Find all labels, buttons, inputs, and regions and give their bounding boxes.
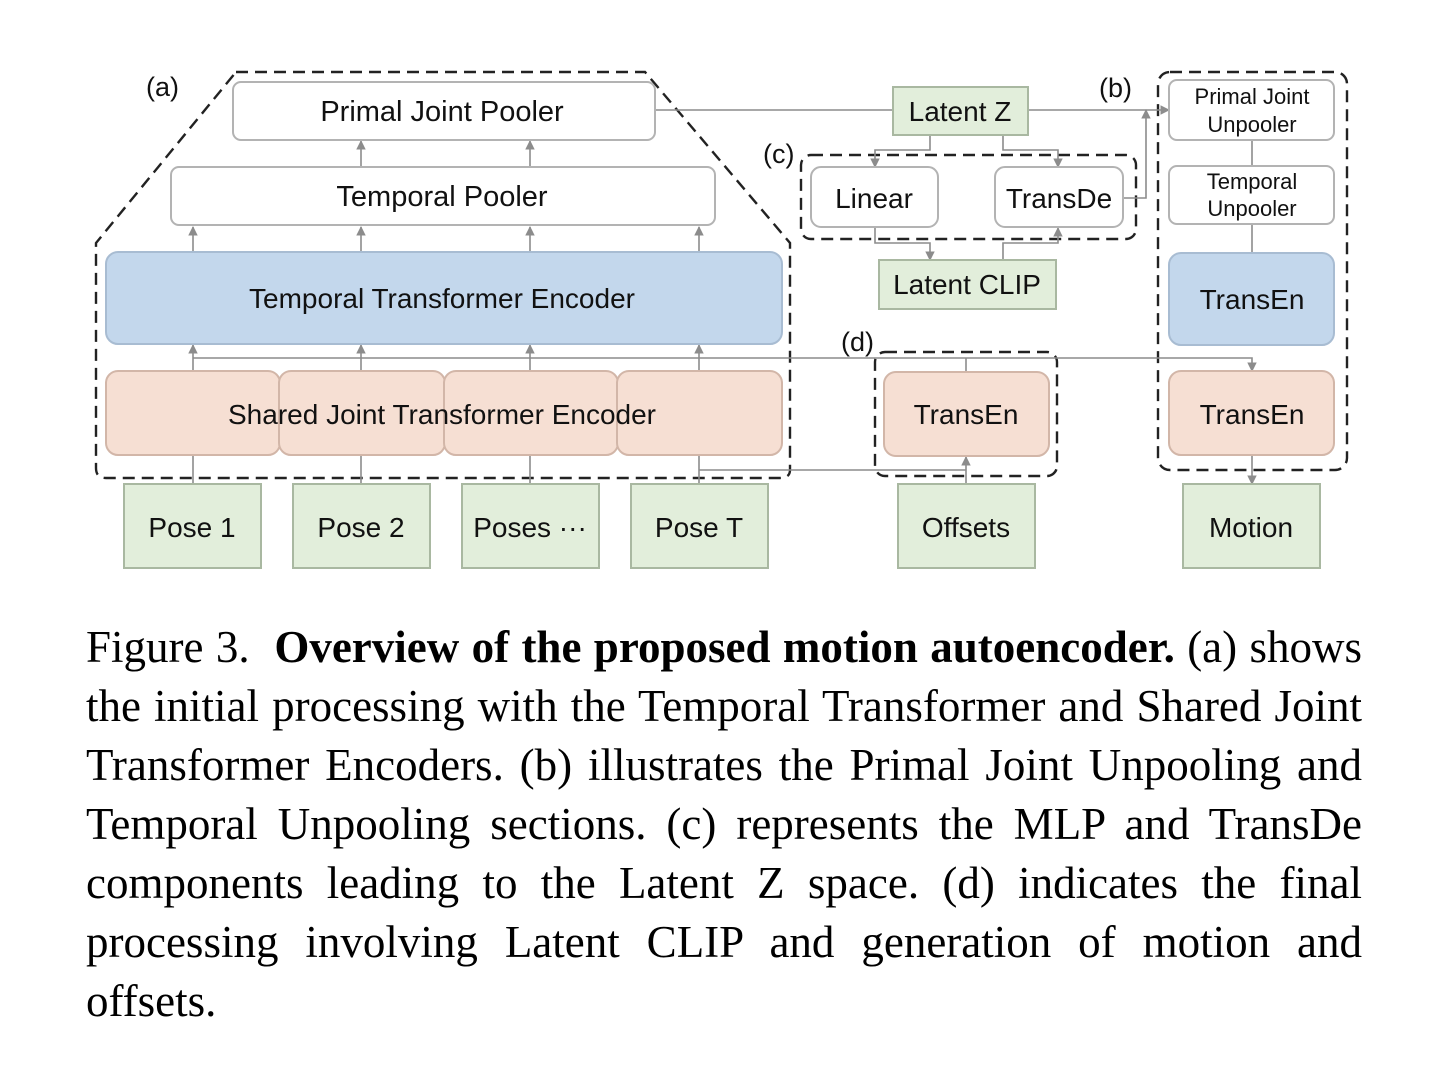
transen-offset-label: TransEn bbox=[914, 399, 1019, 430]
linear-block bbox=[810, 166, 939, 228]
input-pose-1-block bbox=[123, 483, 262, 569]
figure-caption: Figure 3. Overview of the proposed motio… bbox=[86, 618, 1362, 1031]
section-label-a: (a) bbox=[146, 72, 179, 102]
temporal-unpooler-label-1: Temporal bbox=[1207, 169, 1297, 194]
connector-lines bbox=[188, 105, 1257, 485]
section-label-b: (b) bbox=[1099, 73, 1132, 103]
transen-decoder-pink-block bbox=[1168, 370, 1335, 456]
primal-joint-unpooler-label-2: Unpooler bbox=[1207, 112, 1296, 137]
linear-label: Linear bbox=[835, 183, 913, 214]
figure-number: Figure 3. bbox=[86, 622, 250, 672]
input-pose-2-label: Pose 2 bbox=[317, 512, 404, 543]
decoder-group-outline-b bbox=[1156, 70, 1349, 472]
latent-clip-block bbox=[878, 259, 1057, 310]
temporal-unpooler-block bbox=[1168, 165, 1335, 225]
temporal-transformer-encoder-label: Temporal Transformer Encoder bbox=[249, 283, 635, 314]
input-pose-t-label: Pose T bbox=[655, 512, 743, 543]
transde-block bbox=[994, 166, 1124, 228]
motion-block bbox=[1182, 483, 1321, 569]
primal-joint-pooler-label: Primal Joint Pooler bbox=[320, 96, 564, 128]
section-label-c: (c) bbox=[763, 139, 794, 169]
section-label-d: (d) bbox=[841, 327, 874, 357]
temporal-transformer-encoder-block bbox=[105, 251, 783, 345]
latent-clip-label: Latent CLIP bbox=[893, 269, 1041, 300]
primal-joint-pooler-block bbox=[232, 81, 656, 141]
input-pose-2-block bbox=[292, 483, 431, 569]
input-pose-1-label: Pose 1 bbox=[148, 512, 235, 543]
transen-decoder-blue-label: TransEn bbox=[1200, 284, 1305, 315]
offset-group-outline-d bbox=[873, 350, 1059, 478]
shared-joint-transformer-encoder-block bbox=[105, 370, 783, 456]
motion-label: Motion bbox=[1209, 512, 1293, 543]
offsets-block bbox=[897, 483, 1036, 569]
temporal-pooler-block bbox=[170, 166, 716, 226]
motion-autoencoder-diagram: (a) (b) (c) (d) Primal Joint Pooler Temp… bbox=[94, 70, 1349, 569]
figure-title: Overview of the proposed motion autoenco… bbox=[274, 622, 1175, 672]
temporal-unpooler-label-2: Unpooler bbox=[1207, 196, 1296, 221]
primal-joint-unpooler-label-1: Primal Joint bbox=[1195, 84, 1310, 109]
transen-decoder-pink-label: TransEn bbox=[1200, 399, 1305, 430]
latent-z-block bbox=[892, 86, 1029, 136]
shared-joint-transformer-encoder-label: Shared Joint Transformer Encoder bbox=[228, 399, 656, 430]
temporal-pooler-label: Temporal Pooler bbox=[336, 181, 547, 213]
transen-offset-block bbox=[883, 371, 1050, 457]
mlp-group-outline-c bbox=[799, 153, 1138, 241]
transde-label: TransDe bbox=[1006, 183, 1112, 214]
input-poses-label: Poses ··· bbox=[473, 512, 587, 543]
latent-z-label: Latent Z bbox=[909, 96, 1012, 127]
transen-decoder-blue-block bbox=[1168, 252, 1335, 346]
figure-caption-body: (a) shows the initial processing with th… bbox=[86, 622, 1363, 1026]
input-poses-block bbox=[461, 483, 600, 569]
primal-joint-unpooler-block bbox=[1168, 79, 1335, 141]
input-pose-t-block bbox=[630, 483, 769, 569]
offsets-label: Offsets bbox=[922, 512, 1010, 543]
